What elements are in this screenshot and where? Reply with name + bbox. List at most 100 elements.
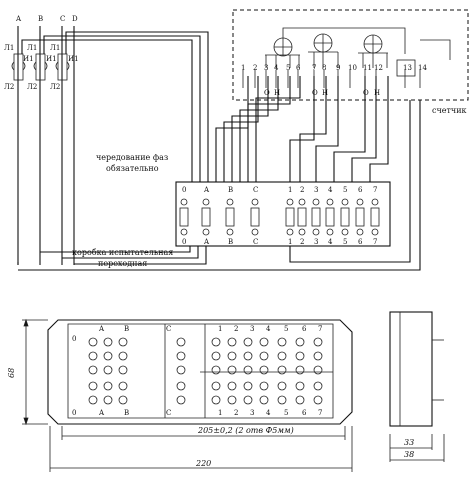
dim-holes-text: 205±0,2 (2 отв Ф5мм) [197, 426, 294, 435]
wire-box-12 [369, 76, 389, 182]
box-bottom-label: 1 [288, 238, 292, 246]
drawing-body-outline [47, 319, 353, 425]
box-top-label: 4 [328, 186, 333, 194]
meter-outline [232, 9, 469, 101]
ct2-bottom-label: Л2 [27, 83, 37, 91]
drawing-screw-icon [243, 381, 253, 391]
box-top-label: 3 [314, 186, 318, 194]
meter-terminal-label: 1 [241, 64, 245, 72]
box-screw-bottom-icon [326, 228, 334, 236]
box-top-label: 0 [182, 186, 186, 194]
box-screw-top-icon [180, 198, 188, 206]
drawing-screw-icon [295, 365, 305, 375]
box-top-label: A [203, 186, 210, 194]
wire-bottom-3 [74, 246, 207, 265]
drawing-screw-icon [88, 351, 98, 361]
drawing-screw-icon [227, 337, 237, 347]
meter-caption: счетчик [432, 106, 467, 115]
drawing-screw-icon [277, 337, 287, 347]
drawing-bottom-label: B [124, 409, 129, 417]
box-bar-icon [325, 207, 335, 227]
box-screw-bottom-icon [202, 228, 210, 236]
drawing-screw-icon [103, 351, 113, 361]
dim-height-text: 68 [7, 368, 16, 378]
drawing-label-0-top: 0 [72, 335, 76, 343]
wire-box-6 [255, 76, 301, 182]
drawing-screw-icon [176, 395, 186, 405]
ct1-bottom-label: Л2 [4, 83, 14, 91]
drawing-screw-icon [295, 351, 305, 361]
meter-terminal-label: 9 [336, 64, 340, 72]
drawing-bottom-label: A [98, 409, 105, 417]
drawing-body-inner [67, 323, 334, 419]
drawing-screw-icon [295, 337, 305, 347]
box-screw-top-icon [326, 198, 334, 206]
wire-box-5 [247, 76, 291, 182]
drawing-screw-icon [88, 395, 98, 405]
drawing-screw-icon [103, 365, 113, 375]
drawing-screw-icon [176, 381, 186, 391]
drawing-screw-icon [176, 365, 186, 375]
meter-terminal-label: 7 [312, 64, 316, 72]
box-top-label: 1 [288, 186, 292, 194]
drawing-top-label: 2 [234, 325, 238, 333]
box-bar-icon [355, 207, 365, 227]
box-screw-top-icon [356, 198, 364, 206]
drawing-top-label: 6 [302, 325, 307, 333]
drawing-bottom-label: 2 [234, 409, 238, 417]
box-top-label: C [253, 186, 258, 194]
drawing-top-label: B [124, 325, 129, 333]
drawing-bottom-label: 7 [318, 409, 322, 417]
drawing-screw-icon [88, 365, 98, 375]
drawing-bottom-label: 4 [266, 409, 271, 417]
box-bar-icon [311, 207, 321, 227]
drawing-screw-icon [259, 351, 269, 361]
wire-box-11 [351, 76, 377, 182]
box-screw-bottom-icon [371, 228, 379, 236]
ct3-top-label: Л1 [50, 44, 60, 52]
drawing-screw-icon [313, 337, 323, 347]
box-top-label: 2 [300, 186, 304, 194]
box-bottom-label: 3 [314, 238, 318, 246]
wiring-connections [17, 31, 421, 271]
drawing-top-label: A [98, 325, 105, 333]
drawing-screw-icon [313, 365, 323, 375]
ct2-secondary-label: И1 [46, 55, 57, 63]
dim-depth1-text: 33 [404, 438, 414, 447]
wire-ct2 [43, 35, 201, 182]
drawing-screw-icon [243, 365, 253, 375]
drawing-screw-icon [277, 381, 287, 391]
box-screw-top-icon [251, 198, 259, 206]
drawing-screw-icon [243, 395, 253, 405]
drawing-screw-icon [259, 337, 269, 347]
dim-depth2-text: 38 [404, 450, 414, 459]
phase-label-d: D [72, 15, 78, 23]
box-bar-icon [297, 207, 307, 227]
meter-on-label: Н [274, 89, 280, 97]
drawing-screw-icon [103, 337, 113, 347]
meter-on-label: Н [322, 89, 328, 97]
drawing-screw-icon [259, 395, 269, 405]
meter-measuring-elements [265, 27, 451, 77]
phase-label-c: C [60, 15, 65, 23]
ct3-coil-icon [57, 53, 68, 81]
box-bar-icon [285, 207, 295, 227]
drawing-bottom-label: 1 [218, 409, 222, 417]
wire-box-3 [231, 76, 269, 182]
drawing-screw-icon [295, 381, 305, 391]
meter-on-label: О [264, 89, 270, 97]
meter-terminal-label: 12 [374, 64, 383, 72]
box-bar-icon [250, 207, 260, 227]
drawing-screw-icon [118, 395, 128, 405]
drawing-screw-icon [176, 351, 186, 361]
box-bottom-label: C [253, 238, 258, 246]
drawing-screw-icon [243, 337, 253, 347]
ct3-secondary-label: И1 [68, 55, 79, 63]
box-bar-icon [225, 207, 235, 227]
box-bottom-label: A [203, 238, 210, 246]
wire-box-4 [239, 76, 279, 182]
drawing-screw-icon [118, 337, 128, 347]
ct1-top-label: Л1 [4, 44, 14, 52]
